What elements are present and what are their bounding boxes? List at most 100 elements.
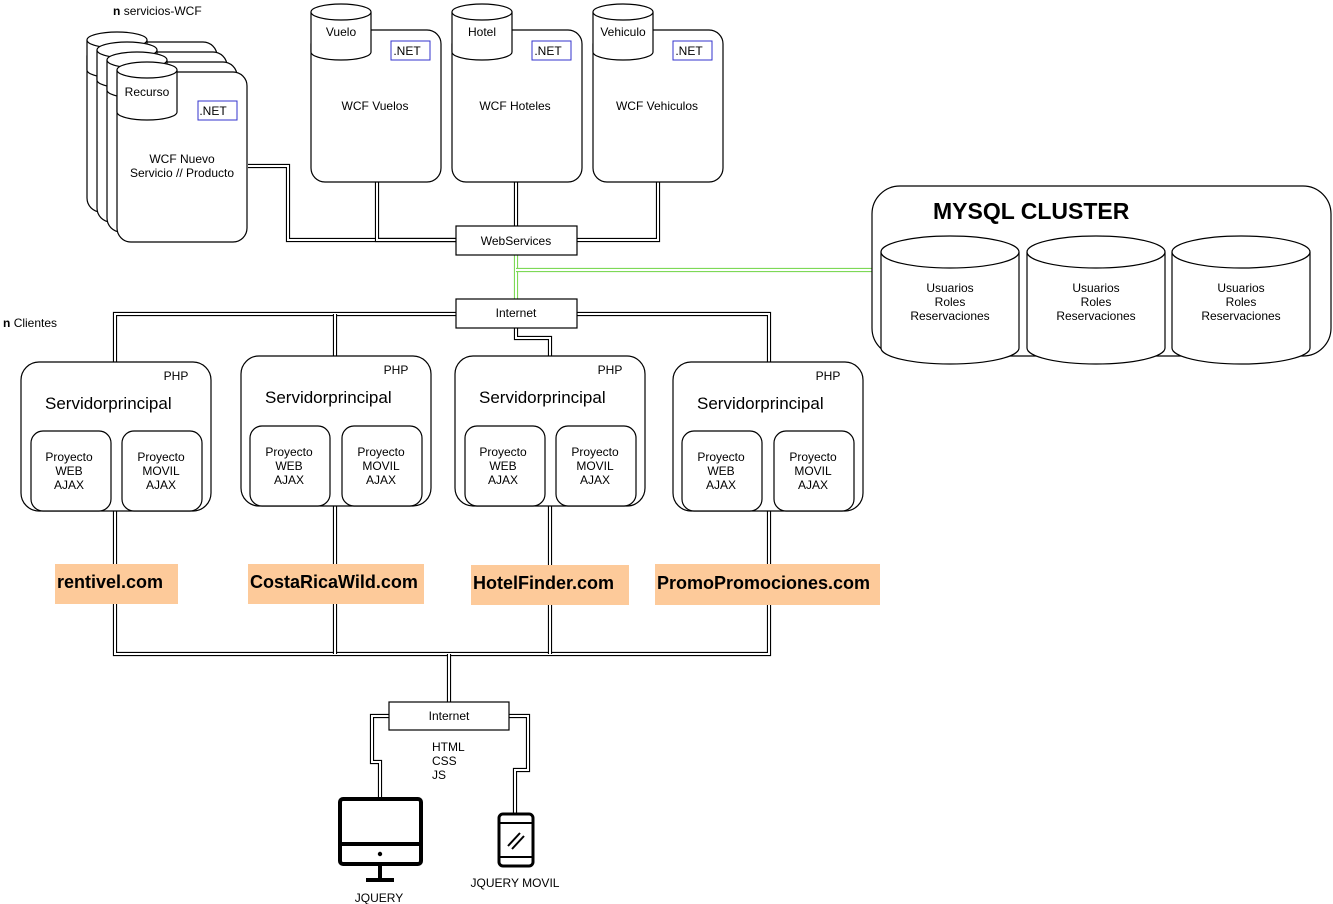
svg-text:CSS: CSS xyxy=(432,754,457,768)
mysql-node-2[interactable]: Usuarios Roles Reservaciones xyxy=(1026,235,1166,365)
svg-text:Proyecto: Proyecto xyxy=(697,450,745,464)
wcf-db-label: Recurso xyxy=(125,85,170,99)
mysql-node-1[interactable]: Usuarios Roles Reservaciones xyxy=(880,235,1020,365)
desktop-client-label: JQUERY xyxy=(355,891,403,904)
project-movil[interactable]: Proyecto MOVIL AJAX xyxy=(773,430,855,512)
site-rentivel[interactable]: rentivel.com xyxy=(55,564,178,604)
internet-top-node[interactable]: Internet xyxy=(455,298,578,329)
svg-text:Roles: Roles xyxy=(1226,295,1257,309)
svg-text:AJAX: AJAX xyxy=(366,473,396,487)
svg-text:AJAX: AJAX xyxy=(54,478,84,492)
wcf-service-hoteles[interactable]: Hotel .NET WCF Hoteles xyxy=(451,3,583,183)
project-movil[interactable]: Proyecto MOVIL AJAX xyxy=(121,430,203,512)
project-movil[interactable]: Proyecto MOVIL AJAX xyxy=(341,425,423,507)
wcf-service-vehiculos[interactable]: Vehiculo .NET WCF Vehiculos xyxy=(592,3,724,183)
internet-bottom-node[interactable]: Internet xyxy=(388,701,510,731)
svg-text:.NET: .NET xyxy=(199,104,227,118)
svg-text:MOVIL: MOVIL xyxy=(794,464,832,478)
svg-text:WebServices: WebServices xyxy=(481,234,551,248)
site-promopromociones[interactable]: PromoPromociones.com xyxy=(655,564,880,605)
svg-text:WEB: WEB xyxy=(489,459,516,473)
server-promopromociones[interactable]: PHP Servidorprincipal Proyecto WEB AJAX … xyxy=(672,361,864,512)
svg-text:Proyecto: Proyecto xyxy=(789,450,837,464)
project-web[interactable]: Proyecto WEB AJAX xyxy=(464,425,546,507)
svg-text:AJAX: AJAX xyxy=(274,473,304,487)
svg-text:Proyecto: Proyecto xyxy=(479,445,527,459)
client-tech-list: HTML CSS JS xyxy=(432,740,465,782)
site-costaricawild[interactable]: CostaRicaWild.com xyxy=(248,564,424,604)
net-badge: .NET xyxy=(390,40,431,61)
svg-text:Reservaciones: Reservaciones xyxy=(1056,309,1135,323)
svg-text:HTML: HTML xyxy=(432,740,465,754)
net-badge: .NET xyxy=(672,40,713,61)
svg-text:Proyecto: Proyecto xyxy=(571,445,619,459)
wcf-service-name: WCF Vuelos xyxy=(342,99,409,113)
svg-text:.NET: .NET xyxy=(675,44,703,58)
svg-text:WEB: WEB xyxy=(275,459,302,473)
svg-text:rentivel.com: rentivel.com xyxy=(57,572,163,592)
svg-text:Internet: Internet xyxy=(429,709,470,723)
svg-text:Usuarios: Usuarios xyxy=(926,281,973,295)
svg-text:PromoPromociones.com: PromoPromociones.com xyxy=(657,573,870,593)
wcf-service-vuelos[interactable]: Vuelo .NET WCF Vuelos xyxy=(310,3,442,183)
net-badge: .NET xyxy=(197,100,238,121)
server-tech-label: PHP xyxy=(164,369,189,383)
svg-text:Proyecto: Proyecto xyxy=(265,445,313,459)
server-title: Servidorprincipal xyxy=(479,388,606,407)
mysql-cluster[interactable]: MYSQL CLUSTER Usuarios Roles Reservacion… xyxy=(871,185,1332,365)
svg-text:WEB: WEB xyxy=(55,464,82,478)
svg-text:.NET: .NET xyxy=(393,44,421,58)
wcf-service-new-stack[interactable]: Recurso .NET WCF Nuevo Servicio // Produ… xyxy=(86,31,248,243)
svg-text:CostaRicaWild.com: CostaRicaWild.com xyxy=(250,572,418,592)
svg-text:Roles: Roles xyxy=(1081,295,1112,309)
wcf-db-label: Vuelo xyxy=(326,25,357,39)
svg-text:MOVIL: MOVIL xyxy=(362,459,400,473)
wcf-service-name: WCF Hoteles xyxy=(479,99,550,113)
svg-text:MOVIL: MOVIL xyxy=(576,459,614,473)
svg-text:MOVIL: MOVIL xyxy=(142,464,180,478)
server-costaricawild[interactable]: PHP Servidorprincipal Proyecto WEB AJAX … xyxy=(240,355,432,507)
mobile-phone-icon[interactable] xyxy=(497,812,535,868)
server-title: Servidorprincipal xyxy=(45,394,172,413)
project-web[interactable]: Proyecto WEB AJAX xyxy=(30,430,112,512)
database-icon xyxy=(592,3,654,61)
project-web[interactable]: Proyecto WEB AJAX xyxy=(249,425,331,507)
wcf-db-label: Vehiculo xyxy=(600,25,646,39)
svg-text:AJAX: AJAX xyxy=(706,478,736,492)
mysql-node-3[interactable]: Usuarios Roles Reservaciones xyxy=(1171,235,1311,365)
database-icon xyxy=(86,31,178,121)
svg-text:Usuarios: Usuarios xyxy=(1217,281,1264,295)
site-hotelfinder[interactable]: HotelFinder.com xyxy=(471,565,629,605)
server-tech-label: PHP xyxy=(384,363,409,377)
svg-text:.NET: .NET xyxy=(534,44,562,58)
svg-text:Roles: Roles xyxy=(935,295,966,309)
server-hotelfinder[interactable]: PHP Servidorprincipal Proyecto WEB AJAX … xyxy=(454,355,646,507)
svg-text:HotelFinder.com: HotelFinder.com xyxy=(473,573,614,593)
database-icon xyxy=(451,3,513,61)
server-tech-label: PHP xyxy=(598,363,623,377)
net-badge: .NET xyxy=(531,40,572,61)
project-web[interactable]: Proyecto WEB AJAX xyxy=(681,430,763,512)
server-title: Servidorprincipal xyxy=(697,394,824,413)
svg-text:Reservaciones: Reservaciones xyxy=(910,309,989,323)
svg-text:Reservaciones: Reservaciones xyxy=(1201,309,1280,323)
project-movil[interactable]: Proyecto MOVIL AJAX xyxy=(555,425,637,507)
webservices-node[interactable]: WebServices xyxy=(455,225,578,256)
svg-text:AJAX: AJAX xyxy=(488,473,518,487)
svg-text:WEB: WEB xyxy=(707,464,734,478)
svg-text:AJAX: AJAX xyxy=(580,473,610,487)
wcf-service-name-line2: Servicio // Producto xyxy=(130,166,234,180)
wcf-service-name: WCF Vehiculos xyxy=(616,99,698,113)
svg-text:AJAX: AJAX xyxy=(798,478,828,492)
services-group-label: n servicios-WCF xyxy=(113,4,202,18)
svg-text:AJAX: AJAX xyxy=(146,478,176,492)
wcf-db-label: Hotel xyxy=(468,25,496,39)
mysql-cluster-title: MYSQL CLUSTER xyxy=(933,198,1130,224)
svg-text:Internet: Internet xyxy=(496,306,537,320)
desktop-computer-icon[interactable] xyxy=(338,797,423,882)
svg-text:Proyecto: Proyecto xyxy=(137,450,185,464)
clients-group-label: n Clientes xyxy=(3,316,57,330)
svg-text:JS: JS xyxy=(432,768,446,782)
server-rentivel[interactable]: PHP Servidorprincipal Proyecto WEB AJAX … xyxy=(20,361,212,512)
